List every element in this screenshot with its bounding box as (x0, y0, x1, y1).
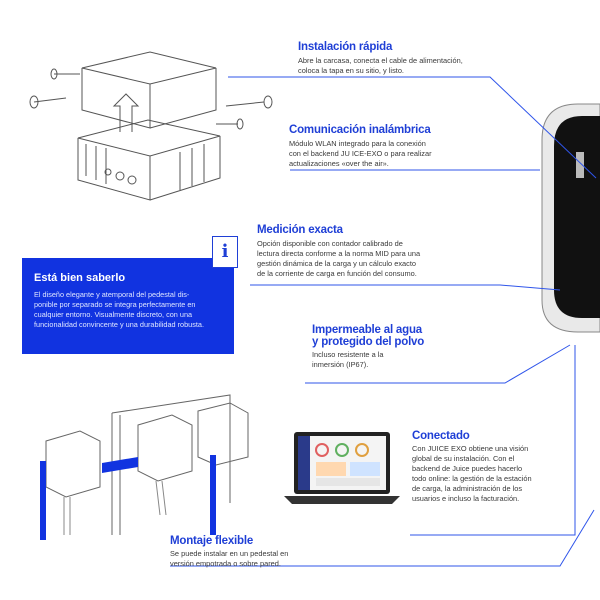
text-line: usuarios e incluso la facturación. (412, 494, 520, 503)
text-line: gestión dinámica de la carga y un cálcul… (257, 259, 416, 268)
section-text: Se puede instalar en un pedestal en vers… (170, 549, 350, 569)
text-line: Se puede instalar en un pedestal en (170, 549, 289, 558)
text-line: Módulo WLAN integrado para la conexión (289, 139, 426, 148)
info-box-title: Está bien saberlo (34, 272, 126, 284)
mounting-illustration (40, 394, 249, 540)
section-impermeable: Impermeable al agua y protegido del polv… (312, 324, 492, 370)
text-line: inmersión (IP67). (312, 360, 369, 369)
section-text: Incluso resistente a la inmersión (IP67)… (312, 350, 492, 370)
text-line: de carga, la administración de los (412, 484, 523, 493)
text-line: versión empotrada o sobre pared. (170, 559, 281, 568)
section-montaje: Montaje flexible Se puede instalar en un… (170, 535, 350, 569)
info-box: Está bien saberlo El diseño elegante y a… (22, 258, 234, 354)
text-line: Con JUICE EXO obtiene una visión (412, 444, 529, 453)
section-text: Módulo WLAN integrado para la conexión c… (289, 139, 489, 169)
text-line: ponible por separado se integra perfecta… (34, 300, 196, 309)
section-instalacion: Instalación rápida Abre la carcasa, cone… (298, 41, 498, 76)
text-line: Opción disponible con contador calibrado… (257, 239, 403, 248)
section-title: Conectado (412, 430, 470, 442)
section-conectado: Conectado Con JUICE EXO obtiene una visi… (412, 430, 572, 504)
text-line: actualizaciones «over the air». (289, 159, 389, 168)
info-icon: i (212, 236, 238, 268)
text-line: con el backend JU ICE-EXO o para realiza… (289, 149, 432, 158)
section-text: Abre la carcasa, conecta el cable de ali… (298, 56, 498, 76)
section-title: Instalación rápida (298, 41, 393, 53)
text-line: Incluso resistente a la (312, 350, 384, 359)
section-medicion: Medición exacta Opción disponible con co… (257, 224, 487, 279)
section-comunicacion: Comunicación inalámbrica Módulo WLAN int… (289, 124, 489, 169)
section-title-line: y protegido del polvo (312, 336, 425, 348)
text-line: Abre la carcasa, conecta el cable de ali… (298, 56, 463, 65)
section-title-line: Impermeable al agua (312, 324, 422, 336)
text-line: de la corriente de carga en función del … (257, 269, 417, 278)
section-text: Opción disponible con contador calibrado… (257, 239, 487, 279)
section-title: Montaje flexible (170, 535, 254, 547)
section-text: Con JUICE EXO obtiene una visión global … (412, 444, 572, 504)
housing-exploded-illustration (29, 51, 273, 201)
text-line: backend de Juice puedes hacerlo (412, 464, 523, 473)
section-title: Medición exacta (257, 224, 343, 236)
laptop-dashboard-illustration (284, 432, 400, 504)
info-box-text: El diseño elegante y atemporal del pedes… (34, 290, 229, 330)
charger-device-illustration (541, 103, 600, 333)
text-line: lectura directa conforme a la norma MID … (257, 249, 421, 258)
text-line: El diseño elegante y atemporal del pedes… (34, 290, 190, 299)
section-title: Comunicación inalámbrica (289, 124, 431, 136)
text-line: coloca la tapa en su sitio, y listo. (298, 66, 404, 75)
text-line: todo online: la gestión de la estación (412, 474, 532, 483)
text-line: global de su instalación. Con el (412, 454, 515, 463)
text-line: cualquier entorno. Visualmente discreto,… (34, 310, 193, 319)
text-line: funcionalidad convincente y una durabili… (34, 320, 204, 329)
